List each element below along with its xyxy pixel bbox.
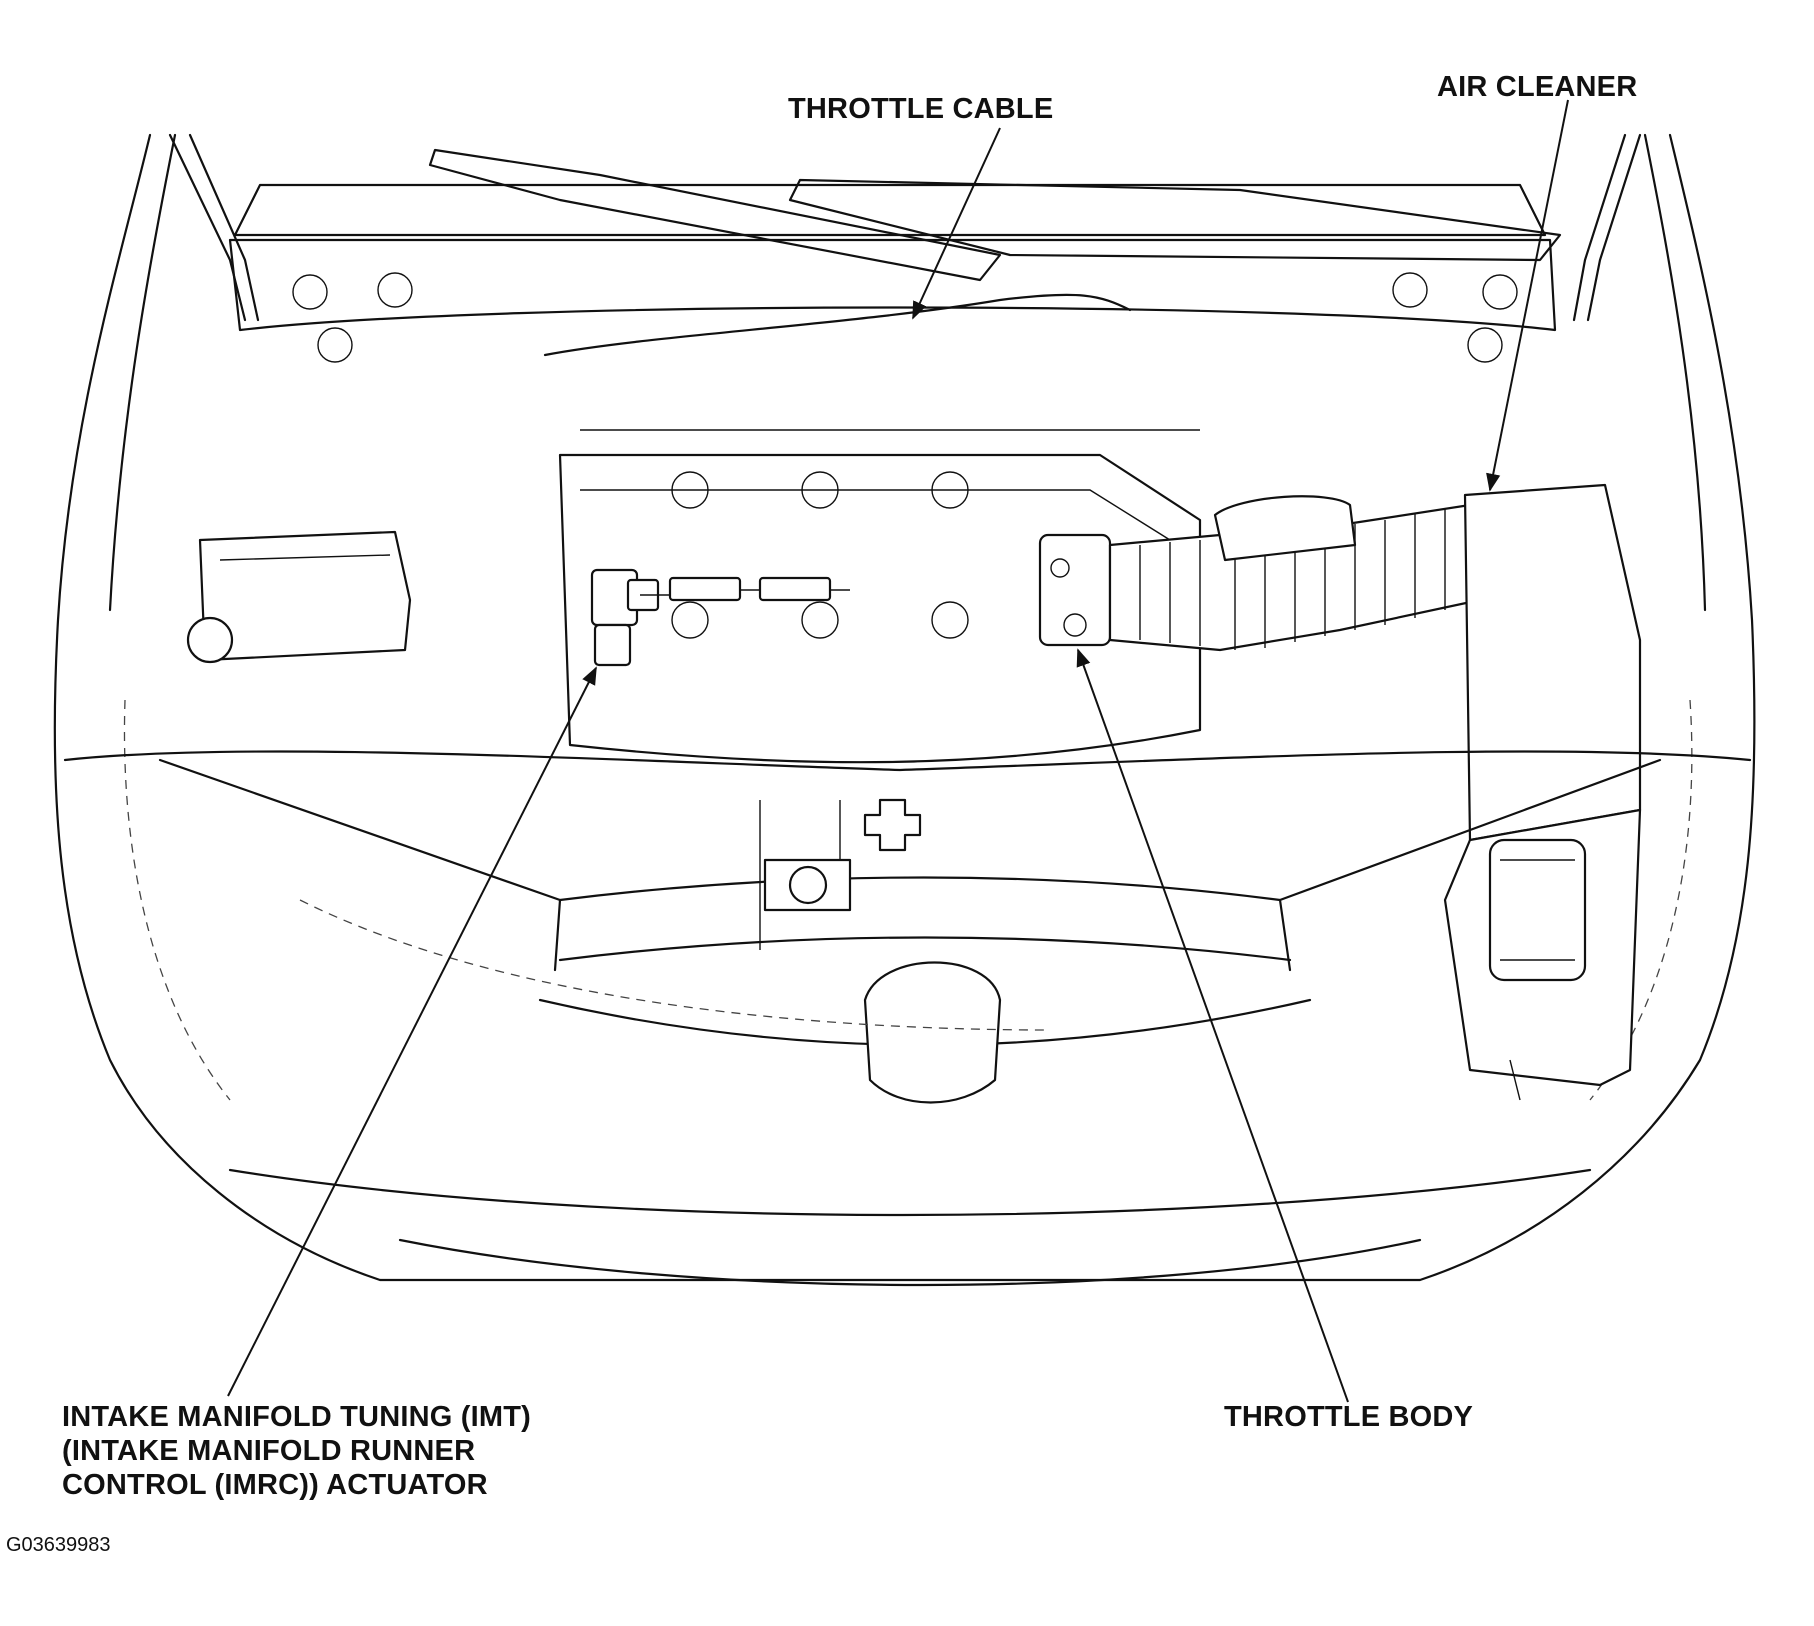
throttle-cable <box>543 293 1132 357</box>
throttle-body-label: THROTTLE BODY <box>1224 1401 1474 1433</box>
imt-actuator-label: INTAKE MANIFOLD TUNING (IMT) (INTAKE MAN… <box>62 1400 531 1502</box>
throttle-body <box>1038 533 1112 647</box>
hood-latch <box>759 798 922 950</box>
air-cleaner-label: AIR CLEANER <box>1437 71 1638 103</box>
throttle-cable-leader <box>912 127 1001 320</box>
hood-struts <box>168 133 1642 322</box>
front-bumper <box>63 750 1752 1287</box>
intake-duct <box>1108 495 1482 652</box>
battery <box>186 530 412 664</box>
imt-actuator-label-line: INTAKE MANIFOLD TUNING (IMT) <box>62 1401 531 1433</box>
imt-actuator-label-line: (INTAKE MANIFOLD RUNNER <box>62 1435 476 1467</box>
imt-actuator-label-line: CONTROL (IMRC)) ACTUATOR <box>62 1469 488 1501</box>
imt-actuator <box>590 568 850 667</box>
cowl-and-wipers <box>228 148 1562 363</box>
engine-cover <box>558 429 1202 764</box>
air-cleaner-box <box>1443 483 1642 1101</box>
imt-actuator-leader <box>227 666 597 1397</box>
air-cleaner-leader <box>1486 99 1569 492</box>
figure-code: G03639983 <box>6 1534 111 1556</box>
throttle-body-leader <box>1076 648 1349 1403</box>
throttle-cable-label: THROTTLE CABLE <box>788 93 1054 125</box>
